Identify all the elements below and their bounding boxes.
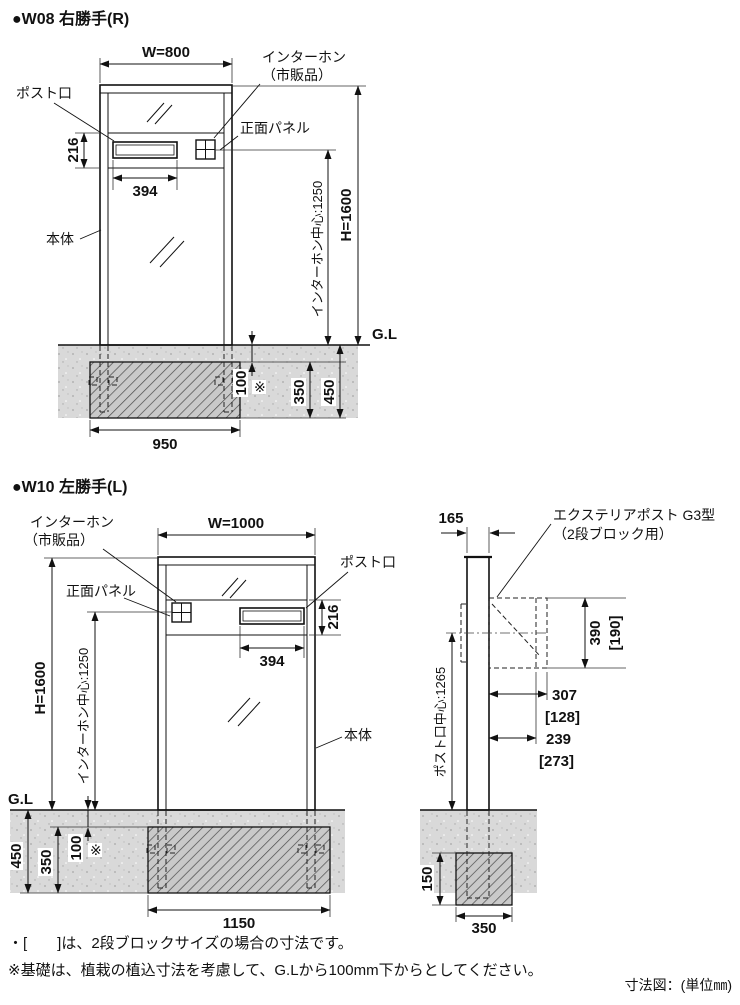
w08-intercom-label-1: インターホン bbox=[262, 49, 346, 65]
glass-mark bbox=[154, 104, 173, 125]
bracket-note: ・[ ]は、2段ブロックサイズの場合の寸法です。 bbox=[8, 934, 353, 952]
w08-height-dim: H=1600 bbox=[338, 189, 355, 242]
w08-total-depth-dim: 450 bbox=[321, 379, 338, 404]
w10-slot-width-dim: 394 bbox=[259, 653, 285, 670]
w08-panel-height-dim: 216 bbox=[65, 137, 82, 162]
w10-side-diagram: 165 エクステリアポスト G3型 （2段ブロック用） 390 [190] 30… bbox=[419, 507, 715, 937]
side-found-width-dim: 350 bbox=[471, 920, 496, 937]
glass-mark bbox=[227, 697, 251, 723]
w10-post-slot-label: ポスト口 bbox=[340, 554, 396, 570]
glass-mark bbox=[149, 236, 175, 264]
w10-found-depth-dim: 350 bbox=[38, 849, 55, 874]
side-post bbox=[464, 555, 492, 899]
w08-offset-dim: 100 bbox=[233, 370, 250, 395]
foundation-note: ※基礎は、植栽の植込寸法を考慮して、G.Lから100mm下からとしてください。 bbox=[8, 962, 543, 979]
side-post-width-dim: 165 bbox=[438, 510, 463, 527]
w08-post-slot bbox=[112, 141, 178, 159]
w10-panel-height-dim: 216 bbox=[325, 604, 342, 629]
w08-width-dim: W=800 bbox=[142, 44, 190, 61]
side-depth1-dim: 307 bbox=[552, 687, 577, 704]
w10-offset-asterisk: ※ bbox=[90, 842, 102, 858]
unit-note: 寸法図：(単位㎜) bbox=[625, 977, 732, 993]
w10-body-label: 本体 bbox=[344, 727, 372, 743]
w08-frame bbox=[88, 84, 240, 413]
w10-frame bbox=[146, 556, 325, 889]
w08-title: ●W08 右勝手(R) bbox=[12, 9, 129, 28]
w10-intercom-center-dim: インターホン中心:1250 bbox=[76, 648, 91, 785]
w10-found-width-dim: 1150 bbox=[223, 915, 256, 932]
side-found-height-dim: 150 bbox=[419, 866, 436, 891]
w08-foundation bbox=[89, 361, 241, 419]
footnotes: ・[ ]は、2段ブロックサイズの場合の寸法です。 ※基礎は、植栽の植込寸法を考慮… bbox=[8, 934, 732, 993]
w10-intercom-label-1: インターホン bbox=[30, 514, 114, 530]
w10-foundation bbox=[147, 826, 331, 894]
w08-body-label: 本体 bbox=[46, 231, 74, 247]
w10-width-dim: W=1000 bbox=[208, 515, 264, 532]
side-foundation bbox=[455, 852, 513, 906]
w08-post-slot-label: ポスト口 bbox=[16, 85, 72, 101]
w10-post-slot bbox=[239, 607, 305, 625]
side-depth2-alt-dim: [273] bbox=[539, 753, 574, 770]
w08-intercom-center-dim: インターホン中心:1250 bbox=[310, 181, 325, 318]
w08-intercom-icon bbox=[195, 139, 216, 160]
side-box-height-alt-dim: [190] bbox=[607, 615, 624, 650]
w10-height-dim: H=1600 bbox=[32, 662, 49, 715]
w08-gl-label: G.L bbox=[372, 326, 397, 343]
side-box-height-dim: 390 bbox=[587, 620, 604, 645]
glass-mark bbox=[159, 240, 185, 268]
w10-total-depth-dim: 450 bbox=[8, 843, 25, 868]
w10-front-panel-label: 正面パネル bbox=[66, 583, 136, 599]
glass-mark bbox=[146, 102, 165, 123]
glass-mark bbox=[229, 579, 247, 599]
w08-found-depth-dim: 350 bbox=[291, 379, 308, 404]
side-product-label-2: （2段ブロック用） bbox=[553, 526, 673, 542]
w08-diagram: ●W08 右勝手(R) bbox=[12, 9, 397, 453]
side-post-center-dim: ポスト口中心:1265 bbox=[433, 667, 448, 778]
side-depth1-alt-dim: [128] bbox=[545, 709, 580, 726]
w08-intercom-label-2: （市販品） bbox=[262, 67, 332, 83]
w10-intercom-label-2: （市販品） bbox=[24, 532, 94, 548]
side-mailbox-dashed bbox=[446, 597, 548, 669]
w10-intercom-icon bbox=[171, 602, 192, 623]
side-product-label-1: エクステリアポスト G3型 bbox=[553, 507, 715, 523]
w10-title: ●W10 左勝手(L) bbox=[12, 477, 127, 496]
glass-mark bbox=[221, 577, 239, 597]
side-depth2-dim: 239 bbox=[546, 731, 571, 748]
w08-found-width-dim: 950 bbox=[152, 436, 177, 453]
w10-gl-label: G.L bbox=[8, 791, 33, 808]
w10-offset-dim: 100 bbox=[68, 835, 85, 860]
w08-offset-asterisk: ※ bbox=[254, 379, 266, 395]
w10-front-diagram: ●W10 左勝手(L) bbox=[8, 477, 396, 932]
w08-slot-width-dim: 394 bbox=[132, 183, 158, 200]
w08-front-panel-label: 正面パネル bbox=[240, 120, 310, 136]
glass-mark bbox=[237, 701, 261, 727]
